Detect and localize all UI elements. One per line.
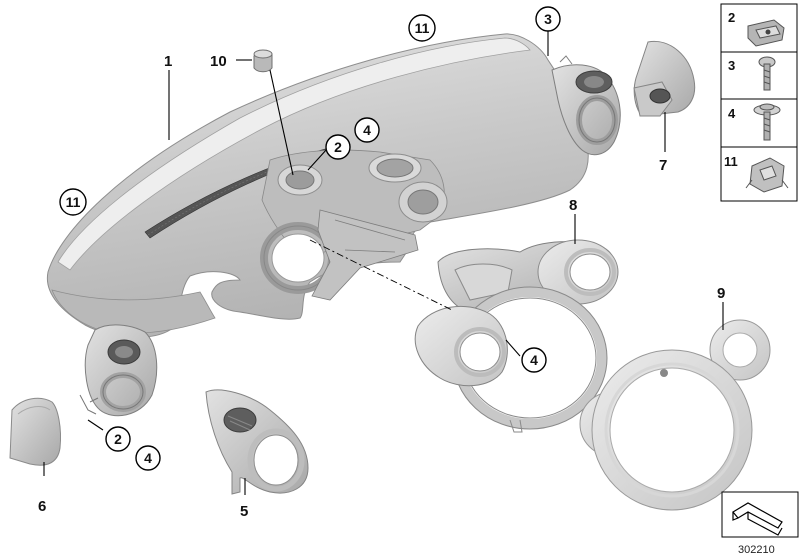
legend-label-2: 2 bbox=[728, 10, 735, 25]
svg-text:4: 4 bbox=[144, 450, 152, 466]
orientation-arrow-icon bbox=[721, 491, 799, 538]
diagram-id: 302210 bbox=[738, 544, 775, 556]
svg-text:4: 4 bbox=[363, 122, 371, 138]
clip-nut-icon bbox=[747, 19, 785, 47]
callout-circle-3: 3 bbox=[535, 6, 561, 32]
svg-text:2: 2 bbox=[114, 431, 122, 447]
callout-circle-4-left: 4 bbox=[135, 445, 161, 471]
callout-5: 5 bbox=[240, 503, 248, 520]
callout-1: 1 bbox=[164, 53, 172, 70]
svg-text:4: 4 bbox=[530, 352, 538, 368]
clip-icon bbox=[745, 157, 789, 193]
vent-trim-part-5 bbox=[205, 389, 309, 495]
callout-6: 6 bbox=[38, 498, 46, 515]
callout-7: 7 bbox=[659, 157, 667, 174]
callout-10: 10 bbox=[210, 53, 227, 70]
legend-label-4: 4 bbox=[728, 106, 736, 121]
fastener-legend: 2 3 4 11 bbox=[720, 3, 798, 202]
leader-lines bbox=[43, 31, 724, 495]
callout-circle-11-left: 11 bbox=[59, 188, 87, 216]
callout-8: 8 bbox=[569, 197, 577, 214]
svg-text:3: 3 bbox=[544, 11, 552, 27]
callout-circle-2-left: 2 bbox=[105, 426, 131, 452]
instrument-cluster-trim bbox=[414, 239, 619, 433]
screw-icon bbox=[758, 56, 776, 91]
dashboard-panel bbox=[46, 33, 621, 417]
clip-part-10 bbox=[253, 49, 273, 73]
svg-text:2: 2 bbox=[334, 139, 342, 155]
callout-circle-2-top: 2 bbox=[325, 134, 351, 160]
end-cap-left bbox=[9, 397, 61, 466]
end-cap-right bbox=[633, 40, 696, 117]
gauge-cover bbox=[579, 319, 771, 511]
legend-label-11: 11 bbox=[724, 154, 738, 169]
callout-circle-4-top: 4 bbox=[354, 117, 380, 143]
callouts: 1 10 5 6 7 8 9 11 3 2 4 11 2 bbox=[38, 6, 725, 520]
svg-text:11: 11 bbox=[66, 194, 81, 210]
legend-label-3: 3 bbox=[728, 58, 735, 73]
callout-circle-11-top: 11 bbox=[408, 14, 436, 42]
svg-text:11: 11 bbox=[415, 20, 430, 36]
callout-9: 9 bbox=[717, 285, 725, 302]
washer-screw-icon bbox=[753, 103, 781, 141]
callout-circle-4-cluster: 4 bbox=[521, 347, 547, 373]
